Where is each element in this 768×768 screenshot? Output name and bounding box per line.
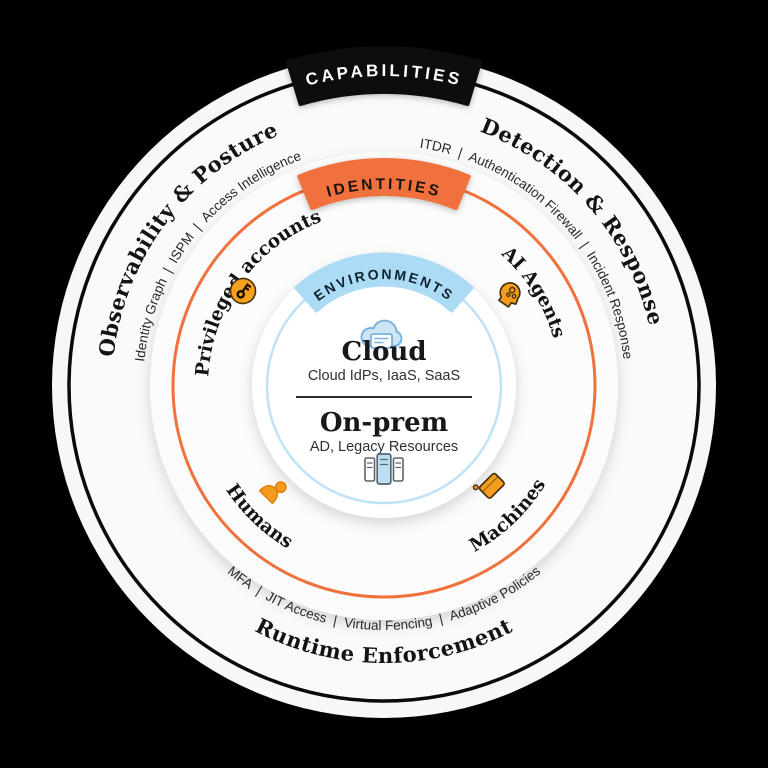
environments-pill <box>294 252 474 313</box>
onprem-title: On-prem <box>320 408 448 438</box>
onprem-subtitle: AD, Legacy Resources <box>310 439 458 455</box>
capabilities-pill <box>286 46 482 106</box>
cloud-title: Cloud <box>342 337 427 367</box>
person-icon <box>258 481 287 505</box>
cloud-icon <box>360 319 403 349</box>
identities-pill <box>297 158 471 210</box>
servers-icon <box>364 453 404 485</box>
machine-icon <box>472 472 505 499</box>
cloud-subtitle: Cloud IdPs, IaaS, SaaS <box>308 368 460 384</box>
key-badge-icon <box>229 277 257 305</box>
ai-head-icon <box>498 282 521 308</box>
